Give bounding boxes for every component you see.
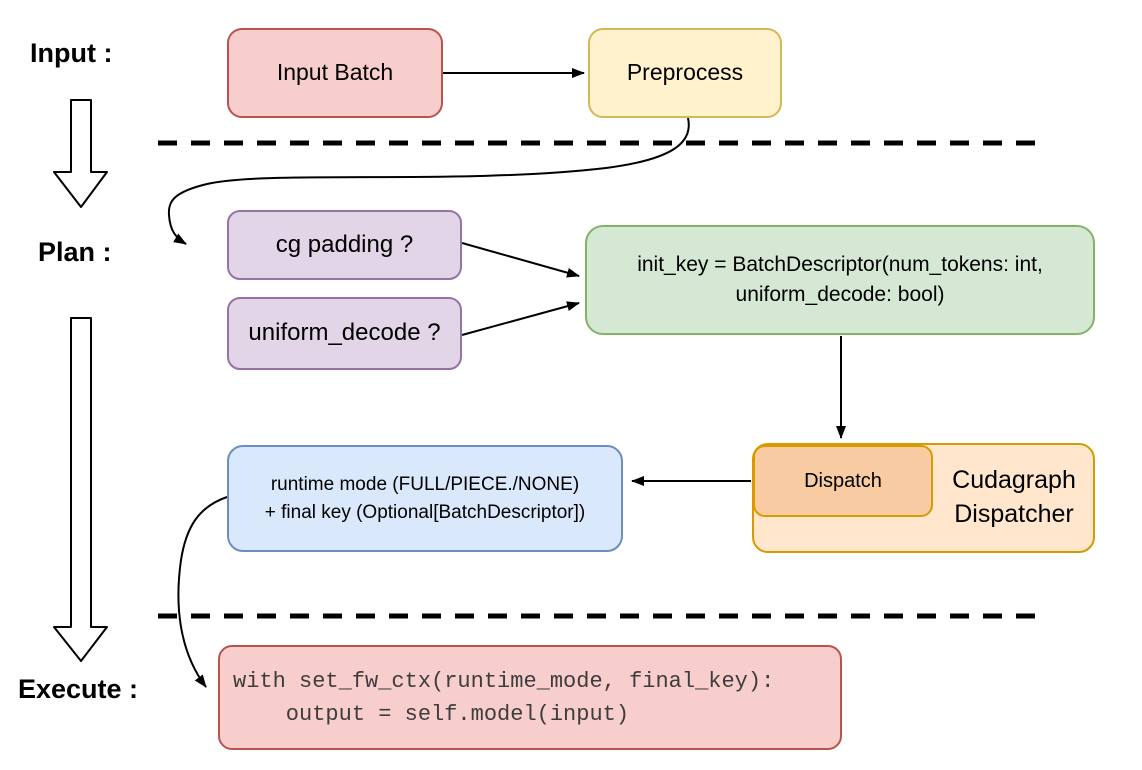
stage-arrow-input-to-plan <box>53 99 108 208</box>
cudagraph-dispatcher-label: Cudagraph Dispatcher <box>933 443 1095 553</box>
stage-arrow-plan-to-execute <box>53 317 108 662</box>
init-key-node: init_key = BatchDescriptor(num_tokens: i… <box>585 225 1095 335</box>
runtime-mode-line2: + final key (Optional[BatchDescriptor]) <box>264 501 586 523</box>
cudagraph-label-line2: Dispatcher <box>954 500 1074 528</box>
runtime-mode-node: runtime mode (FULL/PIECE./NONE) + final … <box>227 445 623 552</box>
stage-label-plan: Plan : <box>38 237 112 267</box>
preprocess-label: Preprocess <box>626 59 744 86</box>
execute-code-line2: output = self.model(input) <box>233 701 630 727</box>
stage-label-execute: Execute : <box>18 674 139 704</box>
uniform-decode-label: uniform_decode ? <box>248 319 441 347</box>
dispatch-node: Dispatch <box>753 445 933 517</box>
cg-padding-label: cg padding ? <box>275 230 414 258</box>
cg-padding-node: cg padding ? <box>227 210 462 280</box>
cudagraph-label-line1: Cudagraph <box>952 466 1076 495</box>
preprocess-node: Preprocess <box>588 28 782 118</box>
init-key-line2: uniform_decode: bool) <box>735 283 945 306</box>
arrow-uniform-decode-to-init-key <box>461 301 580 336</box>
dispatch-label: Dispatch <box>804 469 882 492</box>
runtime-mode-line1: runtime mode (FULL/PIECE./NONE) <box>270 473 580 495</box>
execute-code-line1: with set_fw_ctx(runtime_mode, final_key)… <box>233 668 775 694</box>
arrow-cg-padding-to-init-key <box>461 242 580 278</box>
input-batch-label: Input Batch <box>276 59 394 86</box>
arrow-preprocess-to-cg-padding <box>167 117 690 245</box>
arrow-runtime-mode-to-execute-code <box>177 496 228 688</box>
uniform-decode-node: uniform_decode ? <box>227 297 462 370</box>
execute-code-node: with set_fw_ctx(runtime_mode, final_key)… <box>218 645 842 750</box>
input-batch-node: Input Batch <box>227 28 443 118</box>
init-key-line1: init_key = BatchDescriptor(num_tokens: i… <box>637 252 1043 276</box>
stage-label-input: Input : <box>30 38 113 68</box>
